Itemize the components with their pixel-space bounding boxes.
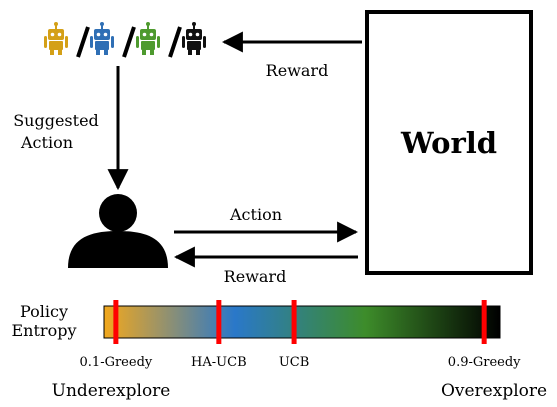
entropy-marker-label: 0.9-Greedy: [448, 355, 521, 370]
slash-separator: [122, 26, 136, 58]
world-box: [365, 10, 533, 275]
human-icon: [68, 194, 168, 268]
robot-yellow-icon: [44, 22, 68, 55]
robot-blue-icon: [90, 22, 114, 55]
suggested-action-label-line1: Suggested: [13, 111, 99, 130]
robot-black-icon: [182, 22, 206, 55]
reward-label-bottom: Reward: [224, 267, 287, 286]
overexplore-caption: Overexplore: [441, 381, 547, 401]
entropy-marker-label: HA-UCB: [191, 355, 247, 370]
robot-green-icon: [136, 22, 160, 55]
policy-entropy-title-line2: Entropy: [12, 321, 77, 340]
world-label: World: [400, 126, 497, 160]
entropy-markers-group: 0.1-Greedy HA-UCB UCB 0.9-Greedy: [80, 300, 521, 370]
slash-separator: [76, 26, 90, 58]
suggested-action-label-line2: Action: [20, 133, 73, 152]
underexplore-caption: Underexplore: [52, 381, 171, 401]
robot-policies-group: [44, 22, 206, 58]
entropy-marker-label: 0.1-Greedy: [80, 355, 153, 370]
entropy-marker-label: UCB: [279, 355, 309, 370]
policy-entropy-title-line1: Policy: [20, 302, 68, 321]
policy-entropy-bar: [103, 305, 501, 339]
reward-label-top: Reward: [266, 61, 329, 80]
slash-separator: [168, 26, 182, 58]
action-label: Action: [229, 205, 282, 224]
